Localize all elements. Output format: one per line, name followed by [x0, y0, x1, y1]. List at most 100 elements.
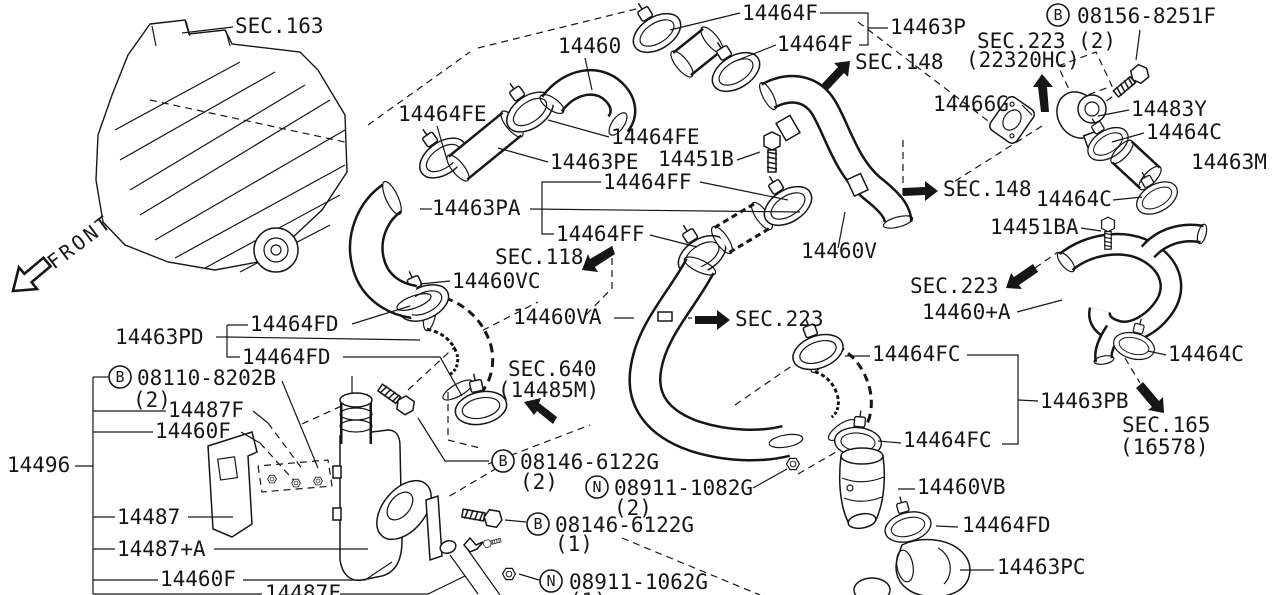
label-14463pb: 14463PB	[1040, 389, 1129, 413]
label-14466g: 14466G	[933, 92, 1009, 116]
callout-b08156-8251f: B 08156-8251F	[1046, 3, 1216, 28]
front-label: FRONT	[43, 210, 118, 274]
label-sec148-mid: SEC.148	[943, 177, 1032, 201]
label-14496: 14496	[7, 453, 70, 477]
label-sec165: SEC.165	[1122, 413, 1211, 437]
callout-letter: N	[592, 478, 601, 496]
label-14463pa: 14463PA	[432, 196, 521, 220]
pipe-nipple	[657, 311, 673, 322]
label-14463p: 14463P	[890, 15, 966, 39]
sec640-arrow-icon	[524, 398, 557, 424]
label-14487f-2: 14487F	[265, 581, 341, 595]
label-14460va: 14460VA	[513, 305, 602, 329]
label-14460f-1: 14460F	[155, 419, 231, 443]
duct-14463pe-chain	[400, 67, 637, 187]
pipe-14460v	[759, 74, 914, 229]
label-14451b: 14451B	[658, 147, 734, 171]
tube-14463m-chain	[1072, 106, 1184, 222]
callout-qty: (2)	[133, 388, 171, 412]
callout-b08146-6122g-qty1: B 08146-6122G (1)	[526, 512, 694, 556]
callout-letter: B	[115, 368, 124, 386]
label-14464f-2: 14464F	[777, 32, 853, 56]
label-14460vb: 14460VB	[917, 475, 1006, 499]
part-labels: SEC.163 14464F 14463P 14464F SEC.148 SEC…	[7, 1, 1267, 595]
part-drawings	[207, 0, 1208, 595]
label-14464fd-1: 14464FD	[250, 312, 339, 336]
callout-letter: B	[498, 452, 507, 470]
callout-number: 08110-8202B	[137, 366, 276, 390]
label-16578: (16578)	[1120, 435, 1209, 459]
reservoir-14460-assembly	[332, 376, 443, 582]
label-14464fd-3: 14464FD	[962, 513, 1051, 537]
sec118-arrow-icon	[582, 246, 615, 272]
callout-letter: B	[533, 515, 542, 533]
sec223-top-arrow-icon	[1033, 74, 1053, 112]
front-indicator: FRONT	[11, 210, 118, 293]
duct-14460vb	[838, 447, 886, 530]
hose-14460-plus-a	[1056, 216, 1208, 365]
label-sec223-center: SEC.223	[735, 307, 824, 331]
engine-pulley	[253, 227, 299, 273]
callout-qty: (2)	[520, 470, 558, 494]
label-14464c-2: 14464C	[1036, 187, 1112, 211]
callout-letter: N	[546, 572, 555, 590]
engine-hatch-lines	[114, 61, 346, 273]
sec148-mid-arrow-icon	[903, 181, 938, 201]
duct-14460vc	[348, 180, 432, 320]
callout-number: 08146-6122G	[520, 450, 659, 474]
callout-letter: B	[1053, 6, 1062, 24]
nut-08911-1062g	[502, 567, 517, 581]
callout-qty: (1)	[569, 589, 607, 595]
callout-n08911-1062g: N 08911-1062G (1)	[539, 569, 708, 595]
callout-number: 08156-8251F	[1077, 4, 1216, 28]
bolt-14451b	[763, 131, 781, 173]
callout-b08146-6122g-qty2: B 08146-6122G (2)	[491, 449, 659, 494]
label-sec118: SEC.118	[495, 245, 584, 269]
label-sec148-top: SEC.148	[855, 50, 944, 74]
bracket-14487	[207, 431, 323, 538]
gasket-14466g	[989, 96, 1035, 144]
callout-number: 08911-1082G	[614, 476, 753, 500]
label-14463pc: 14463PC	[997, 555, 1086, 579]
label-sec640: SEC.640	[508, 357, 597, 381]
label-sec163: SEC.163	[235, 14, 324, 38]
label-14464ff-2: 14464FF	[556, 222, 645, 246]
pipe-14460va	[628, 256, 804, 462]
small-clip-parts	[439, 536, 503, 595]
label-14463m: 14463M	[1191, 150, 1267, 174]
label-14451ba: 14451BA	[990, 215, 1079, 239]
label-14464c-1: 14464C	[1146, 120, 1222, 144]
label-14463pd: 14463PD	[115, 325, 204, 349]
label-14464c-3: 14464C	[1168, 342, 1244, 366]
label-14464fe-2: 14464FE	[611, 125, 700, 149]
label-14464fd-2: 14464FD	[242, 345, 331, 369]
callout-b08110-8202b: B 08110-8202B (2)	[108, 365, 276, 412]
leader-lines	[75, 12, 1167, 595]
label-14460: 14460	[558, 34, 621, 58]
fastener-callouts: B 08156-8251F B 08110-8202B (2) B 08146-…	[108, 3, 1216, 595]
label-14460f-2: 14460F	[160, 567, 236, 591]
bolt-08146-qty1	[460, 504, 505, 529]
label-sec223-qty: SEC.223 (2)	[977, 29, 1116, 53]
callout-qty: (2)	[614, 496, 652, 520]
engine-block	[95, 19, 348, 273]
label-14464ff-1: 14464FF	[603, 170, 692, 194]
sec165-arrow-icon	[1136, 382, 1164, 413]
label-14460vc: 14460VC	[452, 269, 541, 293]
label-14460v: 14460V	[801, 239, 877, 263]
label-14460-plus-a: 14460+A	[922, 300, 1011, 324]
front-arrow-icon	[11, 255, 53, 293]
label-14487-plus-a: 14487+A	[117, 537, 206, 561]
duct-14463p-chain	[615, 0, 768, 101]
label-14464fe-1: 14464FE	[398, 102, 487, 126]
sec223-center-arrow-icon	[695, 310, 730, 330]
callout-qty: (1)	[555, 532, 593, 556]
hose-14463pa-chain	[660, 161, 820, 284]
label-14464fc-2: 14464FC	[903, 428, 992, 452]
label-14485m: (14485M)	[498, 378, 599, 402]
hose-14463pb-chain	[780, 309, 885, 460]
callout-number: 08146-6122G	[555, 513, 694, 537]
label-14483y: 14483Y	[1131, 97, 1207, 121]
